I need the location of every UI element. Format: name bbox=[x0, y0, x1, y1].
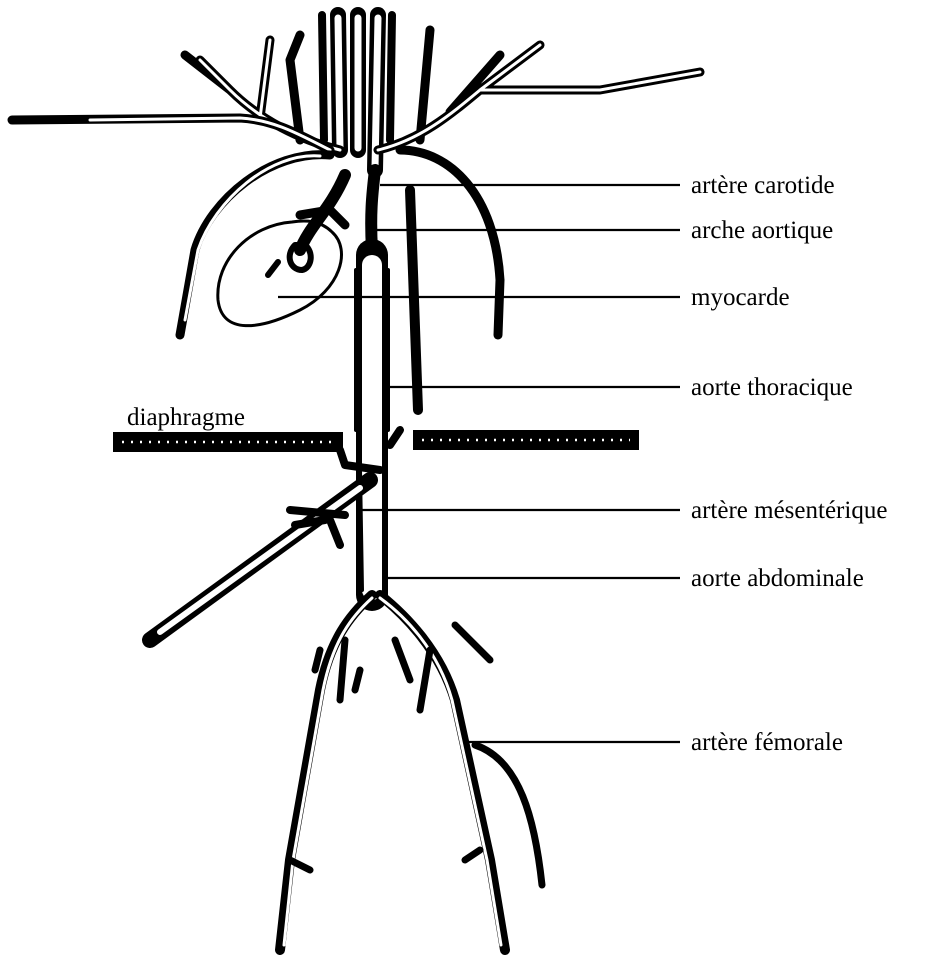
label-diaphragm: diaphragme bbox=[127, 404, 245, 431]
mesenteric-branch bbox=[150, 480, 370, 640]
heart-region bbox=[218, 170, 375, 326]
label-femoral-artery: artère fémorale bbox=[691, 729, 843, 756]
labels: artère carotide arche aortique myocarde … bbox=[127, 172, 887, 756]
label-carotid-artery: artère carotide bbox=[691, 172, 835, 199]
aorta bbox=[356, 255, 388, 595]
label-mesenteric-artery: artère mésentérique bbox=[691, 497, 887, 524]
label-myocardium: myocarde bbox=[691, 284, 790, 311]
leg-arteries bbox=[280, 595, 542, 950]
label-aortic-arch: arche aortique bbox=[691, 217, 833, 244]
label-abdominal-aorta: aorte abdominale bbox=[691, 565, 864, 592]
label-thoracic-aorta: aorte thoracique bbox=[691, 374, 853, 401]
